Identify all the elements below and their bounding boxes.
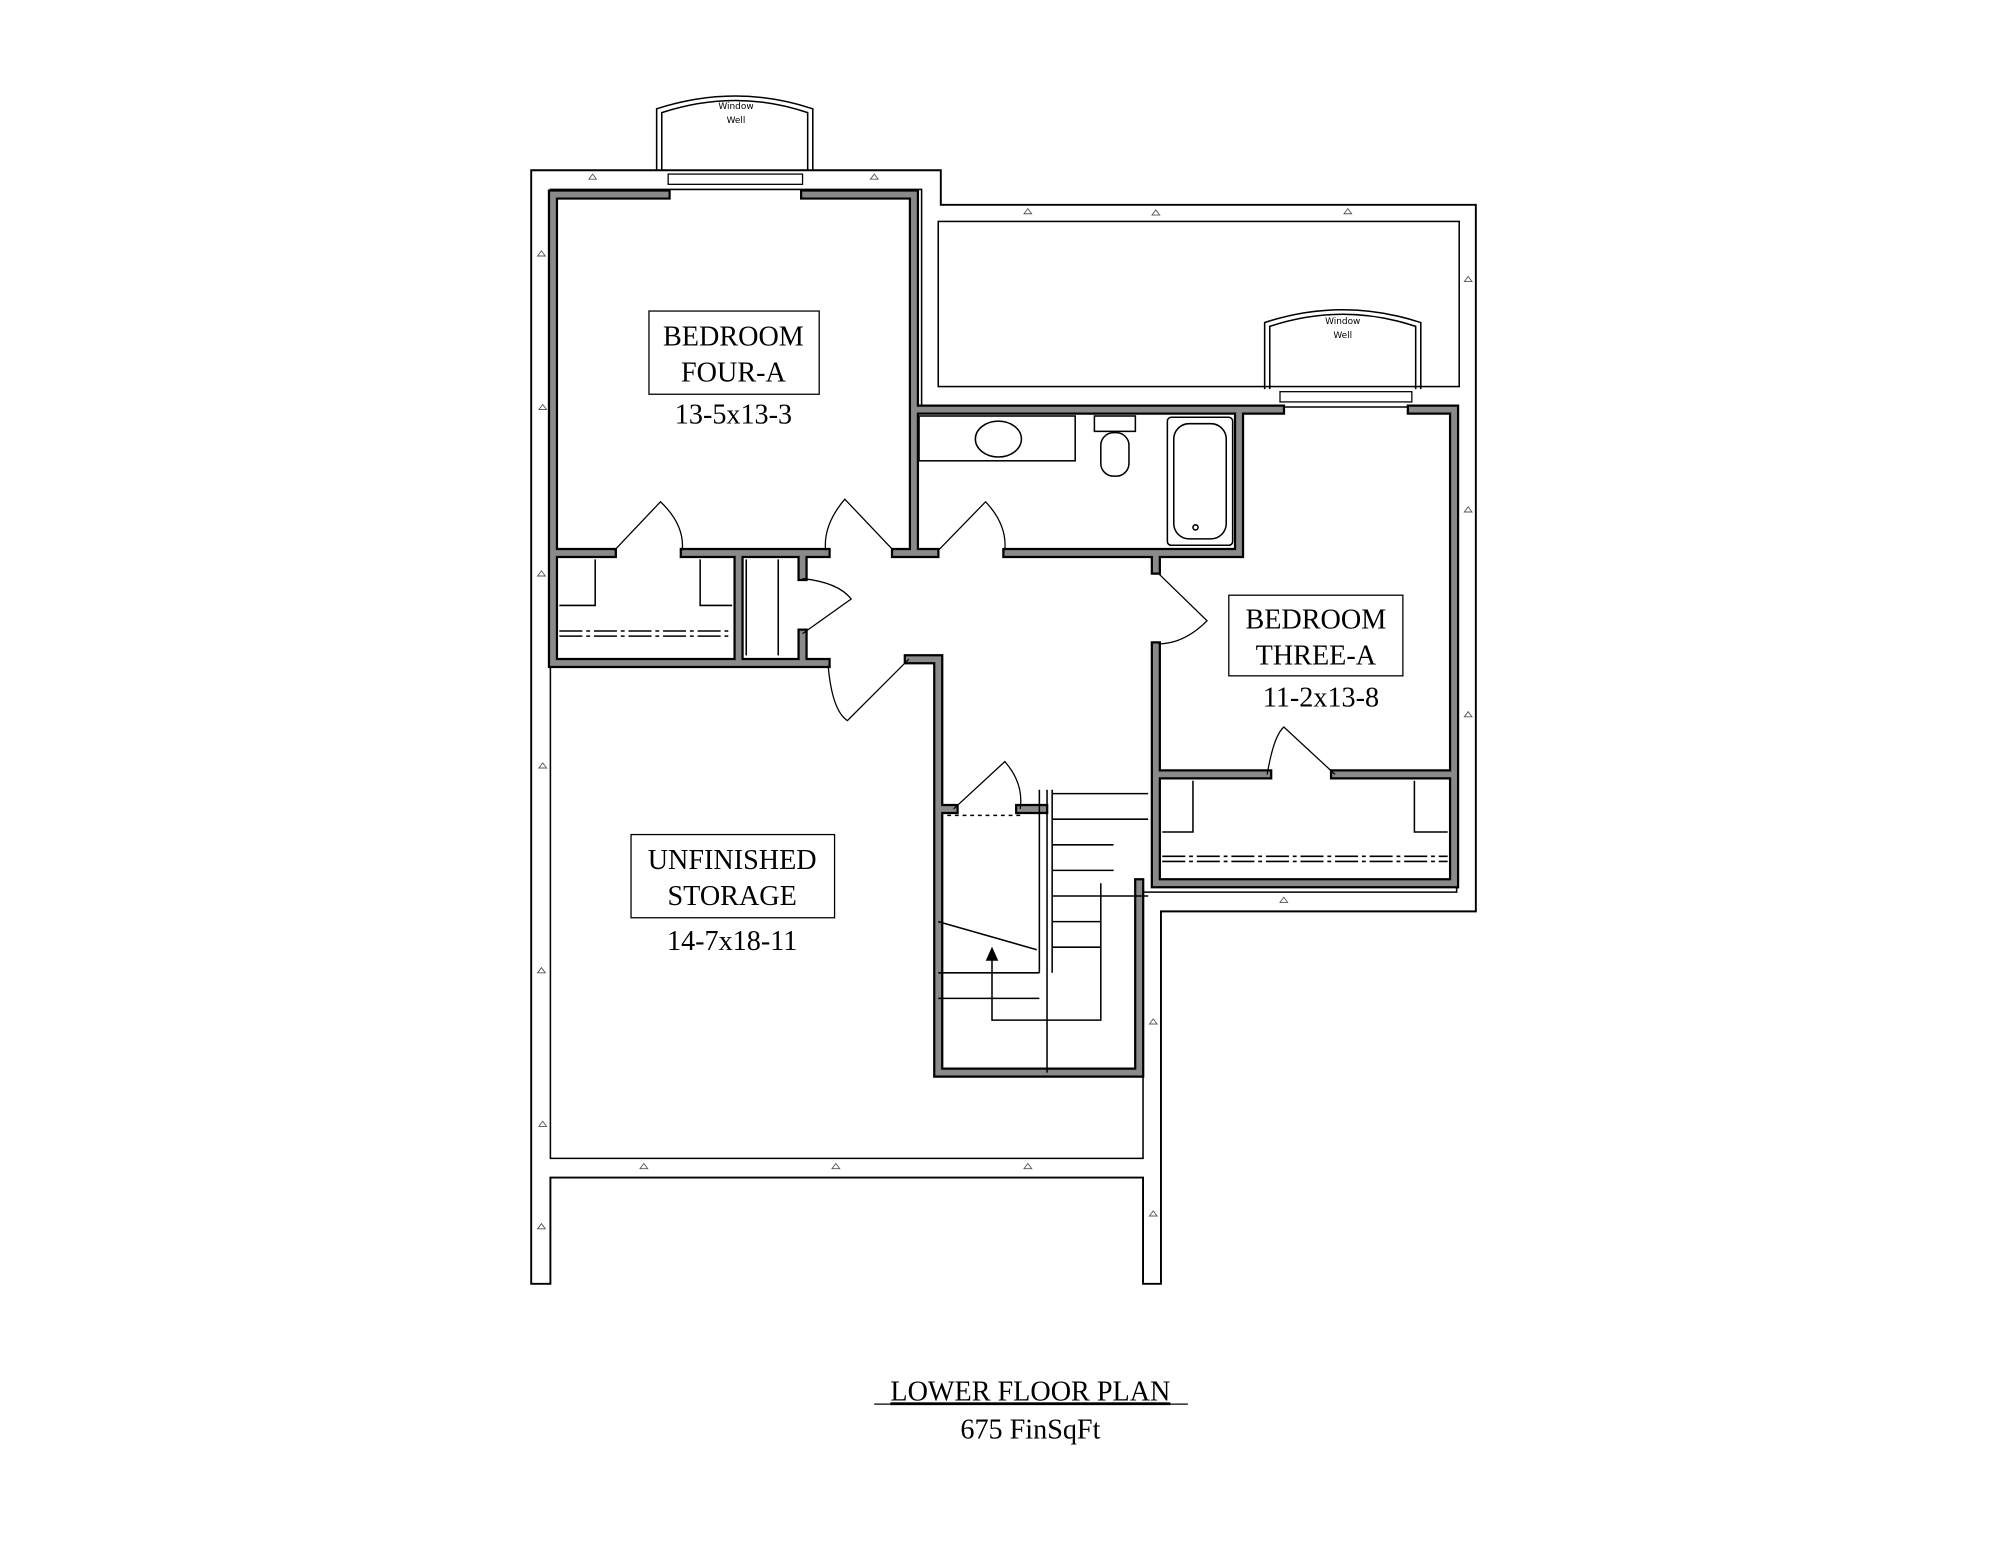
vanity	[918, 415, 1076, 462]
window-well-1: Window Well	[655, 95, 814, 185]
room-dimensions: 14-7x18-11	[667, 926, 797, 957]
bathroom-fixtures	[918, 415, 1234, 547]
door-swings	[613, 498, 1336, 810]
room-bedroom-three-a: BEDROOM THREE-A 11-2x13-8	[1228, 594, 1404, 714]
interior-walls	[547, 189, 1460, 1078]
room-unfinished-storage: UNFINISHED STORAGE 14-7x18-11	[630, 833, 836, 957]
closet-shelves	[559, 559, 1448, 863]
room-name: STORAGE	[667, 881, 796, 912]
window-well-label: Window	[718, 102, 753, 112]
window-well-label: Window	[1325, 317, 1360, 327]
plan-subtitle: 675 FinSqFt	[960, 1415, 1100, 1446]
room-name: THREE-A	[1256, 640, 1377, 671]
concrete-texture	[536, 173, 1473, 1230]
stairs	[938, 789, 1149, 1073]
room-name: UNFINISHED	[648, 845, 817, 876]
window-well-2: Window Well	[1263, 309, 1422, 403]
room-dimensions: 11-2x13-8	[1263, 683, 1379, 714]
room-name: BEDROOM	[1245, 604, 1386, 635]
sink-icon	[974, 420, 1023, 458]
unexcavated-area	[937, 220, 1460, 388]
window-well-label: Well	[1333, 331, 1352, 341]
toilet-bowl	[1100, 431, 1130, 477]
room-bedroom-four-a: BEDROOM FOUR-A 13-5x13-3	[648, 310, 820, 431]
toilet-tank	[1093, 415, 1137, 433]
room-name: BEDROOM	[663, 322, 804, 353]
plan-title: LOWER FLOOR PLAN	[890, 1376, 1170, 1407]
room-name: FOUR-A	[681, 357, 786, 388]
bathtub	[1166, 416, 1234, 547]
window-well-label: Well	[727, 116, 746, 126]
room-dimensions: 13-5x13-3	[675, 400, 792, 431]
